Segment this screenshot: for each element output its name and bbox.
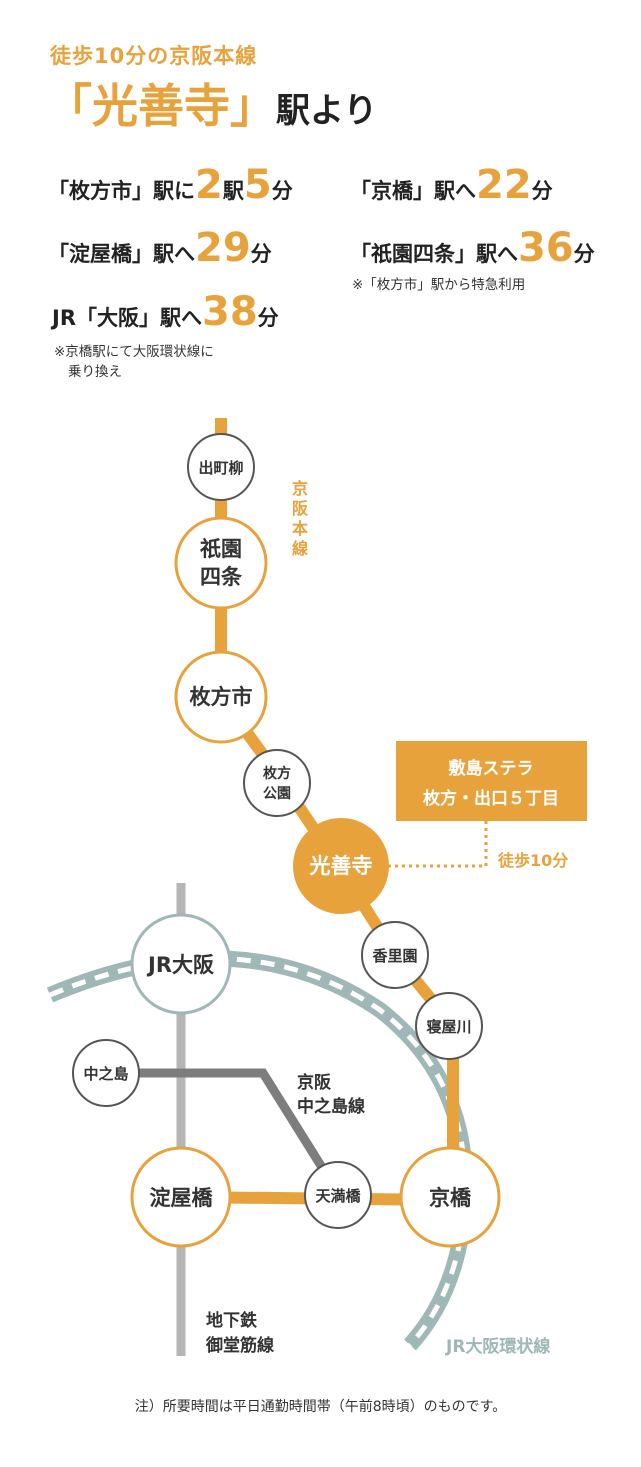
svg-text:天満橋: 天満橋 (315, 1187, 361, 1205)
keihan-char-2: 阪 (292, 499, 309, 518)
svg-text:中之島: 中之島 (83, 1065, 128, 1083)
note-osaka-2: 乗り換え (68, 364, 122, 380)
svg-text:四条: 四条 (200, 565, 243, 589)
midosuji-label-1: 地下鉄 (206, 1310, 257, 1331)
footnote: 注）所要時間は平日通勤時間帯（午前8時頃）のものです。 (134, 1399, 507, 1415)
svg-text:公園: 公園 (263, 786, 291, 802)
subtitle: 徒歩10分の京阪本線 (50, 44, 258, 68)
time-gion: 「祇園四条」駅へ36分 (350, 225, 595, 271)
station-hirakatakoen: 枚方 公園 (243, 749, 311, 817)
time-kyobashi: 「京橋」駅へ22分 (350, 162, 553, 208)
station-kozenji: 光善寺 (293, 818, 389, 914)
nakanoshima-line-label-1: 京阪 (297, 1072, 331, 1093)
walk-label: 徒歩10分 (497, 851, 568, 870)
nakanoshima-line-label-2: 中之島線 (297, 1096, 365, 1117)
station-suffix: 駅より (276, 91, 378, 131)
building-address: 枚方・出口５丁目 (423, 788, 559, 809)
note-gion: ※「枚方市」駅から特急利用 (352, 277, 526, 293)
station-jr-osaka: JR大阪 (130, 913, 232, 1015)
midosuji-label-2: 御堂筋線 (205, 1335, 274, 1356)
building-name: 敷島ステラ (449, 758, 534, 779)
station-nakanoshima: 中之島 (72, 1039, 140, 1107)
svg-text:光善寺: 光善寺 (309, 854, 373, 878)
page-title: 「光善寺」駅より (46, 76, 377, 141)
station-name: 「光善寺」 (46, 79, 276, 133)
svg-text:淀屋橋: 淀屋橋 (150, 1186, 214, 1210)
keihan-main-label: 京 阪 本 線 (292, 479, 309, 558)
station-demachiyanagi: 出町柳 (187, 433, 255, 501)
station-yodoyabashi: 淀屋橋 (130, 1146, 232, 1248)
station-hirakatashi: 枚方市 (174, 650, 268, 744)
station-tenmabashi: 天満橋 (304, 1161, 372, 1229)
station-gion-shijo: 祇園 四条 (174, 516, 268, 610)
keihan-char-3: 本 (292, 519, 308, 538)
svg-text:香里園: 香里園 (372, 947, 417, 965)
svg-text:祇園: 祇園 (199, 537, 242, 561)
time-yodoyabashi: 「淀屋橋」駅へ29分 (48, 225, 272, 271)
station-neyagawa: 寝屋川 (415, 992, 483, 1060)
nakanoshima-line (106, 1068, 342, 1196)
svg-text:枚方: 枚方 (263, 765, 291, 782)
loop-label: JR大阪環状線 (445, 1336, 550, 1357)
time-osaka: JR「大阪」駅へ38分 (52, 289, 279, 335)
keihan-char-4: 線 (292, 539, 308, 558)
note-osaka-1: ※京橋駅にて大阪環状線に (54, 344, 214, 360)
time-hirakatashi: 「枚方市」駅に2駅5分 (48, 162, 293, 208)
keihan-char-1: 京 (292, 479, 308, 498)
svg-text:京橋: 京橋 (429, 1186, 472, 1210)
jr-loop-line (46, 950, 474, 1351)
svg-text:枚方市: 枚方市 (190, 685, 253, 709)
station-kyobashi: 京橋 (399, 1146, 501, 1248)
building-box (396, 741, 587, 821)
walk-path (388, 820, 488, 868)
svg-text:寝屋川: 寝屋川 (426, 1018, 471, 1036)
svg-text:JR大阪: JR大阪 (146, 953, 215, 977)
station-korien: 香里園 (361, 921, 429, 989)
svg-text:出町柳: 出町柳 (198, 459, 243, 477)
